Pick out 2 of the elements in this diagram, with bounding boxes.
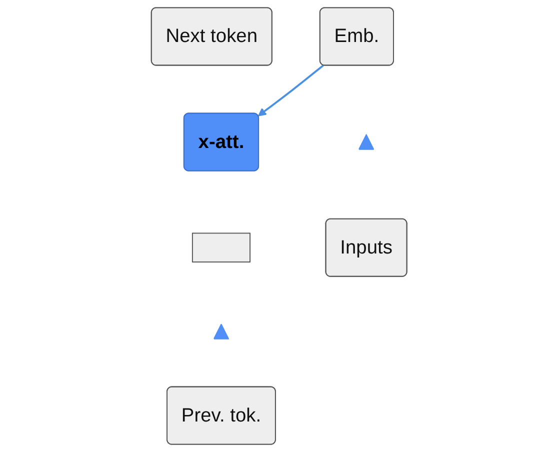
node-box: [192, 232, 251, 262]
arrow: [258, 64, 324, 116]
